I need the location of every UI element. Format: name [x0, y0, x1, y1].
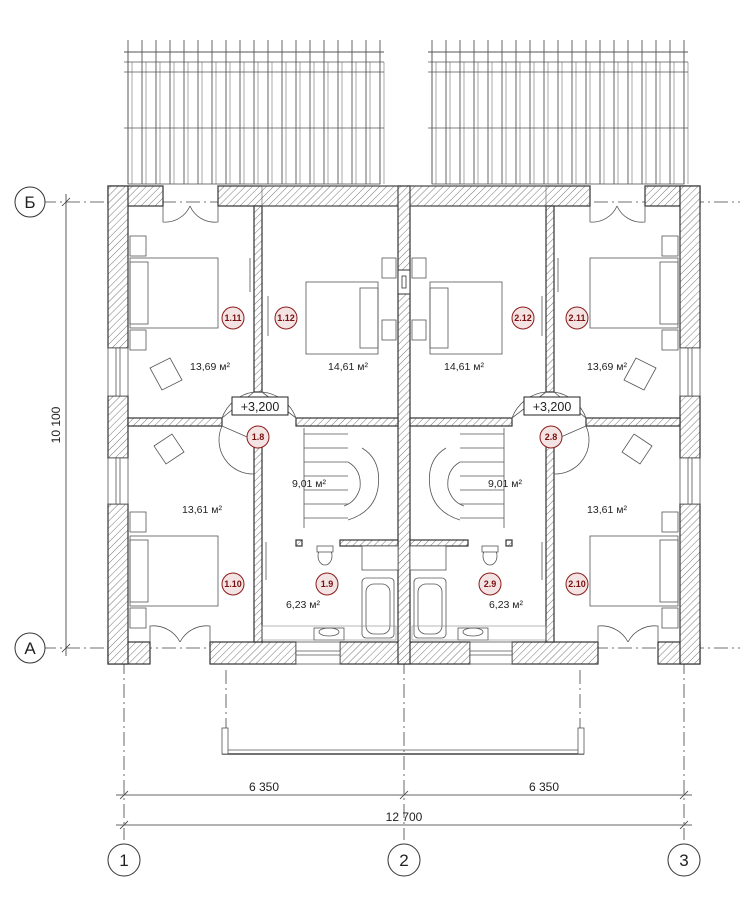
dim-right-span: 6 350 [529, 780, 559, 794]
room-1.10: 1.10 13,61 м² [182, 504, 245, 596]
axis-label-3: 3 [679, 851, 688, 870]
room-area: 6,23 м² [489, 599, 524, 611]
room-number: 1.11 [224, 313, 241, 323]
dim-total-width: 12 700 [386, 810, 423, 824]
room-area: 6,23 м² [286, 599, 321, 611]
room-area: 13,69 м² [587, 361, 627, 373]
dimension-vertical: 10 100 [49, 194, 71, 656]
room-number: 2.8 [545, 432, 558, 442]
axis-bubble-2: 2 [387, 843, 421, 877]
room-number: 2.11 [568, 313, 585, 323]
axis-bubble-a: А [14, 632, 46, 664]
balcony-railing-left [124, 40, 385, 185]
axis-bubble-1: 1 [107, 843, 141, 877]
level-left-label: +3,200 [241, 400, 280, 414]
room-number: 2.10 [568, 579, 586, 589]
room-2.10: 2.10 13,61 м² [565, 504, 627, 596]
room-number: 1.12 [277, 313, 295, 323]
room-number: 2.9 [484, 579, 497, 589]
room-1.9: 1.9 6,23 м² [286, 572, 339, 611]
furniture [129, 235, 679, 629]
terrace-door-right [597, 625, 659, 643]
walls [107, 185, 701, 665]
room-1.12: 1.12 14,61 м² [274, 306, 368, 373]
level-right-label: +3,200 [533, 400, 572, 414]
room-area: 13,61 м² [587, 504, 627, 516]
bath-fixtures-left [261, 545, 397, 641]
room-2.12: 2.12 14,61 м² [444, 306, 535, 373]
terrace-door-left [149, 625, 211, 643]
room-area: 14,61 м² [328, 361, 368, 373]
room-number: 1.10 [224, 579, 242, 589]
windows [107, 185, 701, 665]
axis-bubble-b: Б [14, 186, 46, 218]
axis-label-1: 1 [119, 851, 128, 870]
room-area: 14,61 м² [444, 361, 484, 373]
room-area: 13,61 м² [182, 504, 222, 516]
axis-label-a: А [24, 639, 36, 658]
room-number: 1.9 [321, 579, 334, 589]
room-area: 9,01 м² [292, 478, 327, 490]
dim-left-span: 6 350 [249, 780, 279, 794]
balcony-railing-right [428, 40, 689, 185]
room-labels: 1.11 13,69 м² 1.12 14,61 м² 2.12 14,61 м… [182, 306, 627, 611]
level-mark-right: +3,200 [523, 396, 581, 416]
terrace-railing [221, 670, 585, 755]
room-2.11: 2.11 13,69 м² [565, 306, 627, 373]
axis-label-b: Б [24, 193, 35, 212]
axis-bubble-3: 3 [667, 843, 701, 877]
stair-right [428, 428, 505, 528]
room-1.8: 1.8 9,01 м² [246, 425, 327, 490]
room-area: 9,01 м² [488, 478, 523, 490]
dim-height: 10 100 [49, 406, 63, 443]
room-1.11: 1.11 13,69 м² [190, 306, 245, 373]
level-mark-left: +3,200 [231, 396, 289, 416]
bath-fixtures-right [411, 545, 547, 641]
dimension-horizontal: 6 350 6 350 12 700 [116, 780, 692, 830]
balcony-door-right [589, 205, 646, 223]
room-number: 2.12 [514, 313, 532, 323]
room-area: 13,69 м² [190, 361, 230, 373]
room-2.9: 2.9 6,23 м² [478, 572, 524, 611]
room-2.8: 2.8 9,01 м² [488, 425, 563, 490]
axis-label-2: 2 [399, 851, 408, 870]
room-number: 1.8 [252, 432, 265, 442]
balcony-door-left [162, 205, 219, 223]
stair-left [303, 428, 380, 528]
